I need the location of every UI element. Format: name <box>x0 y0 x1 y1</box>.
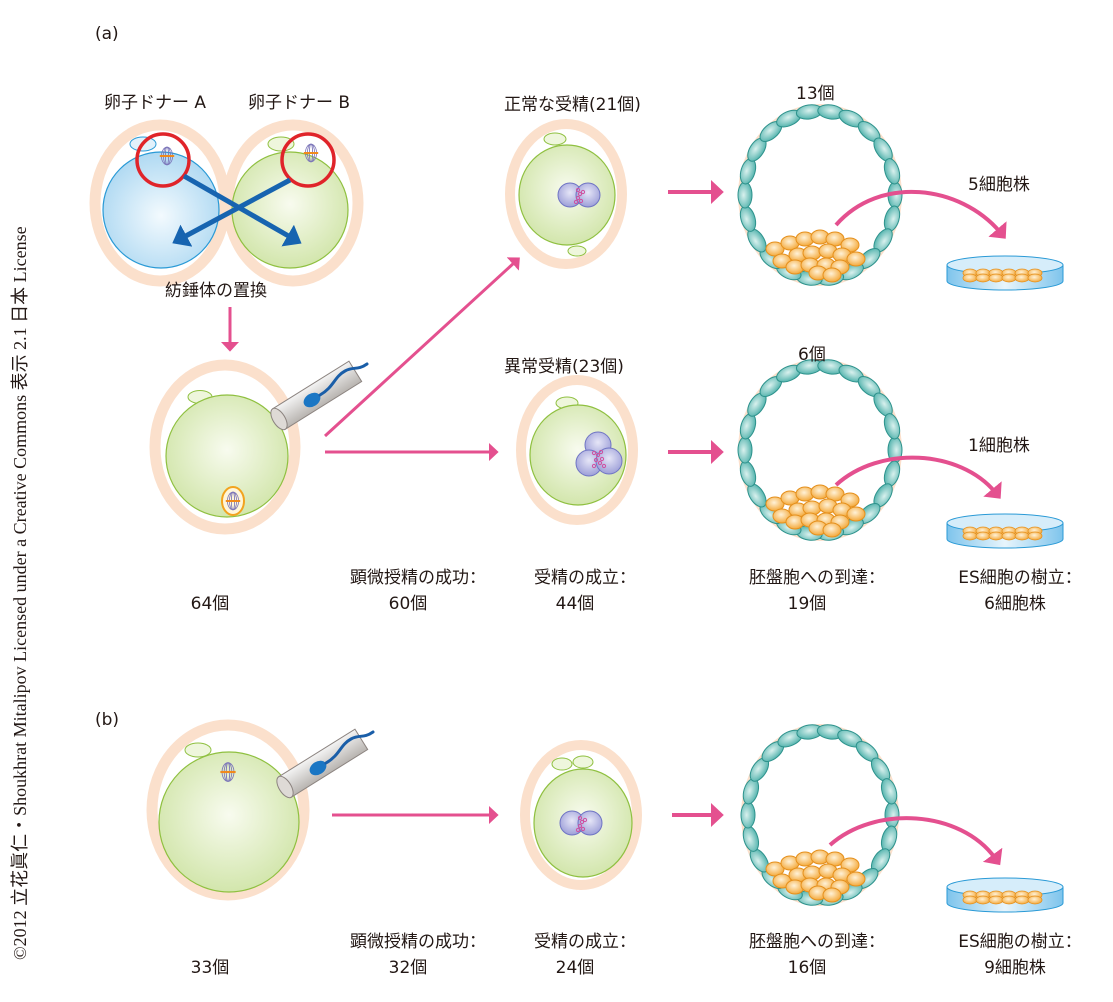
spindle-transfer-label: 紡錘体の置換 <box>165 281 267 301</box>
summary-b-blast-value: 16個 <box>787 958 827 978</box>
summary-b-fert-value: 24個 <box>555 958 595 978</box>
zygote-abnormal <box>516 375 638 525</box>
zygote-normal <box>505 119 627 269</box>
es-colony-cell <box>1001 273 1017 283</box>
inner-cell-mass-cell <box>822 887 842 903</box>
summary-a-fert-heading: 受精の成立： <box>534 568 636 588</box>
abnormal-fertilization-label: 異常受精(23個) <box>504 357 624 377</box>
es-colony-cell <box>1014 531 1030 541</box>
summary-b-icsi-value: 32個 <box>388 958 428 978</box>
es-colony-cell <box>962 273 978 283</box>
summary-a-fert-value: 44個 <box>555 594 595 614</box>
oocyte-donor-a <box>89 119 231 287</box>
es-colony-cell <box>1001 531 1017 541</box>
es-colony-cell <box>1014 895 1030 905</box>
summary-b-es-heading: ES細胞の樹立： <box>958 932 1082 952</box>
inner-cell-mass-cell <box>846 871 866 887</box>
blastocyst-bottom <box>737 357 903 543</box>
es-colony-cell <box>975 273 991 283</box>
donor-b-label: 卵子ドナー B <box>248 93 351 113</box>
zygote-b <box>520 740 642 890</box>
trophectoderm-cell <box>740 801 756 829</box>
summary-a-es-value: 6細胞株 <box>984 594 1046 614</box>
normal-fertilization-label: 正常な受精(21個) <box>504 95 641 115</box>
es-colony-cell <box>975 531 991 541</box>
es-colony-cell <box>962 531 978 541</box>
es-colony-cell <box>1027 531 1043 541</box>
spindle-swap-arrows <box>172 173 302 247</box>
oocyte-donor-b <box>222 119 364 287</box>
summary-a-icsi-heading: 顕微授精の成功： <box>350 568 486 588</box>
es-colony-cell <box>1001 895 1017 905</box>
arrow-icm-to-dish-top <box>834 189 1007 239</box>
es-colony-cell <box>988 273 1004 283</box>
inner-cell-mass-cell <box>846 506 866 522</box>
arrow-icm-to-dish-bottom <box>834 455 1002 499</box>
trophectoderm-cell <box>737 436 753 464</box>
culture-dish-bottom <box>946 513 1064 549</box>
trophectoderm-cell <box>884 801 900 829</box>
es-colony-cell <box>1027 895 1043 905</box>
oocyte-b <box>146 719 375 901</box>
panel-a-label: (a) <box>95 24 119 44</box>
summary-b-icsi-heading: 顕微授精の成功： <box>350 932 486 952</box>
summary-a-start-value: 64個 <box>190 594 230 614</box>
summary-b-es-value: 9細胞株 <box>984 958 1046 978</box>
inner-cell-mass-cell <box>822 522 842 538</box>
cell-lines-top-label: 5細胞株 <box>968 175 1030 195</box>
arrow-b-icm-to-dish <box>828 816 1003 866</box>
es-colony-cell <box>975 895 991 905</box>
es-colony-cell <box>988 531 1004 541</box>
blastocyst-bottom-count: 6個 <box>798 345 826 365</box>
culture-dish-b <box>946 877 1064 913</box>
es-colony-cell <box>1027 273 1043 283</box>
summary-a-blast-heading: 胚盤胞への到達： <box>749 568 885 588</box>
summary-a-blast-value: 19個 <box>787 594 827 614</box>
donor-a-label: 卵子ドナー A <box>104 93 207 113</box>
inner-cell-mass-cell <box>846 251 866 267</box>
es-colony-cell <box>1014 273 1030 283</box>
es-colony-cell <box>988 895 1004 905</box>
panel-b-label: (b) <box>95 710 120 730</box>
summary-b-start-value: 33個 <box>190 958 230 978</box>
blastocyst-b <box>740 722 900 908</box>
summary-b-blast-heading: 胚盤胞への到達： <box>749 932 885 952</box>
trophectoderm-cell <box>737 181 753 209</box>
blastocyst-top-count: 13個 <box>796 84 835 104</box>
summary-a-icsi-value: 60個 <box>388 594 428 614</box>
inner-cell-mass-cell <box>822 267 842 283</box>
es-colony-cell <box>962 895 978 905</box>
arrow-to-normal <box>323 257 520 438</box>
culture-dish-top <box>946 255 1064 291</box>
summary-a-es-heading: ES細胞の樹立： <box>958 568 1082 588</box>
reconstructed-oocyte <box>149 359 369 535</box>
cell-lines-bottom-label: 1細胞株 <box>968 436 1030 456</box>
summary-b-fert-heading: 受精の成立： <box>534 932 636 952</box>
blastocyst-top <box>737 102 903 288</box>
